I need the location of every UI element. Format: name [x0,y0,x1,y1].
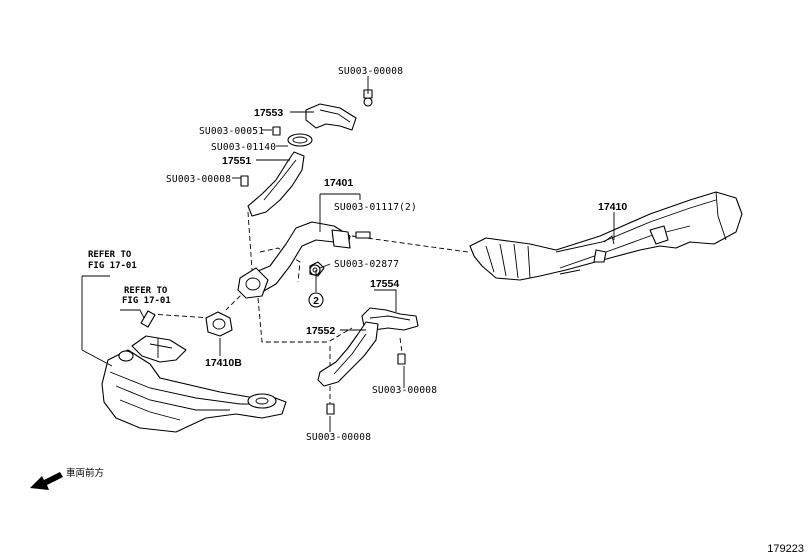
insulator-17553 [305,89,373,131]
label-su003-00008-left: SU003-00008 [166,174,231,185]
ref-2-line1: REFER TO [124,286,168,296]
label-su003-00008-bottom: SU003-00008 [306,432,371,443]
label-su003-00008-right: SU003-00008 [372,385,437,396]
label-17554: 17554 [370,278,399,290]
label-su003-00051: SU003-00051 [199,126,264,137]
insulator-17552 [317,321,406,415]
callout-number: 2 [308,292,324,308]
label-17401: 17401 [324,177,353,189]
label-17552: 17552 [306,325,335,337]
part-labels: SU003-00008 17553 SU003-00051 SU003-0114… [166,66,627,443]
direction-label: 車両前方 [66,467,104,479]
label-su003-00008-top: SU003-00008 [338,66,403,77]
gasket-17410b [205,311,233,337]
front-direction-indicator: 車両前方 [30,467,104,490]
label-17410b: 17410B [205,357,242,369]
callout-number-text: 2 [313,295,319,307]
catalytic-pipe-17410 [469,191,743,281]
label-17410: 17410 [598,201,627,213]
insulator-17551 [240,151,305,217]
label-17553: 17553 [254,107,283,119]
arrow-left-down-icon [30,472,63,490]
label-su003-01140: SU003-01140 [211,142,276,153]
clamp-hardware [272,126,313,147]
label-su003-01117: SU003-01117(2) [334,202,417,213]
gasket-02877 [309,264,321,276]
ref-1-line1: REFER TO [88,250,132,260]
label-17551: 17551 [222,155,251,167]
ref-2-line2: FIG 17-01 [122,296,171,306]
exhaust-manifold [101,310,287,433]
diagram-id: 179223 [767,543,804,555]
leader-lines [81,76,615,432]
ref-1-line2: FIG 17-01 [88,261,137,271]
reference-notes: REFER TO FIG 17-01 REFER TO FIG 17-01 [88,250,171,306]
label-su003-02877: SU003-02877 [334,259,399,270]
